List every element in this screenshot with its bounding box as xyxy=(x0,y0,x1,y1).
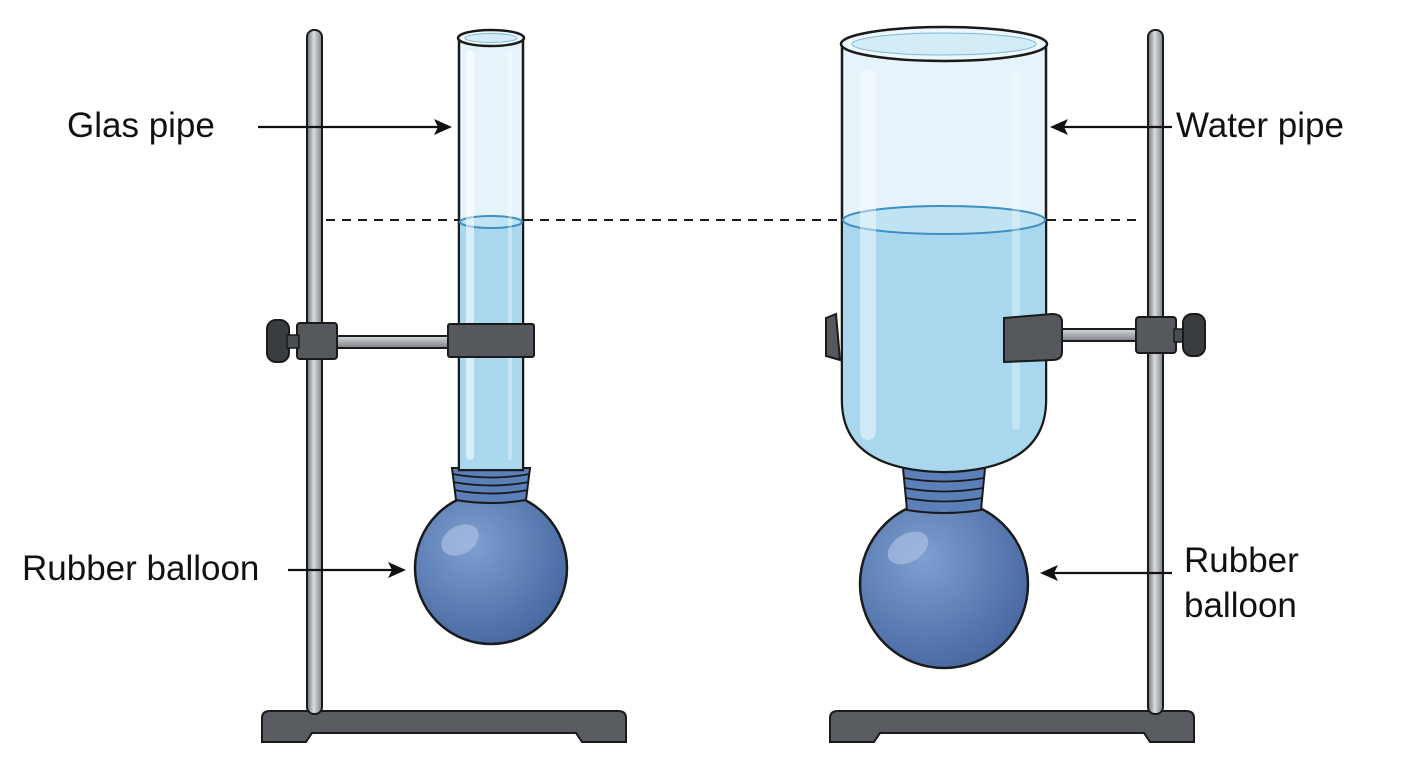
right-rubber-balloon-label-line2: balloon xyxy=(1184,586,1297,625)
left-rubber-balloon-label: Rubber balloon xyxy=(22,549,260,588)
water-pipe-label: Water pipe xyxy=(1176,106,1344,145)
left-balloon-highlight xyxy=(441,524,479,556)
label-arrows xyxy=(258,119,1172,581)
right-clamp-boss xyxy=(1135,316,1177,354)
left-stand-rod xyxy=(306,29,323,715)
right-rubber-balloon-label: Rubber balloon xyxy=(1184,538,1299,628)
water-pipe-apparatus xyxy=(839,25,1049,670)
left-clamp-arm xyxy=(335,335,453,349)
right-rubber-balloon xyxy=(858,498,1030,670)
right-clamp-holder-left xyxy=(825,312,842,362)
left-rubber-balloon xyxy=(413,490,569,646)
right-balloon-highlight xyxy=(887,531,929,565)
right-clamp-knob xyxy=(1182,313,1206,357)
left-stand-base xyxy=(261,710,627,743)
left-clamp-boss xyxy=(296,322,338,360)
left-stand xyxy=(261,29,627,743)
right-clamp-arm xyxy=(1059,328,1139,342)
right-stand-base xyxy=(829,710,1195,743)
right-rubber-balloon-label-line1: Rubber xyxy=(1184,541,1299,580)
left-clamp xyxy=(266,319,535,363)
left-clamp-knob xyxy=(266,319,290,363)
water-pipe-water xyxy=(843,220,1045,471)
right-stand-rod xyxy=(1147,29,1164,715)
glass-pipe-label: Glas pipe xyxy=(67,106,215,145)
left-clamp-holder xyxy=(447,323,535,358)
right-balloon-neck xyxy=(901,467,987,514)
right-clamp xyxy=(825,312,1206,364)
right-stand xyxy=(829,29,1195,743)
right-clamp-holder-right xyxy=(1003,312,1063,364)
